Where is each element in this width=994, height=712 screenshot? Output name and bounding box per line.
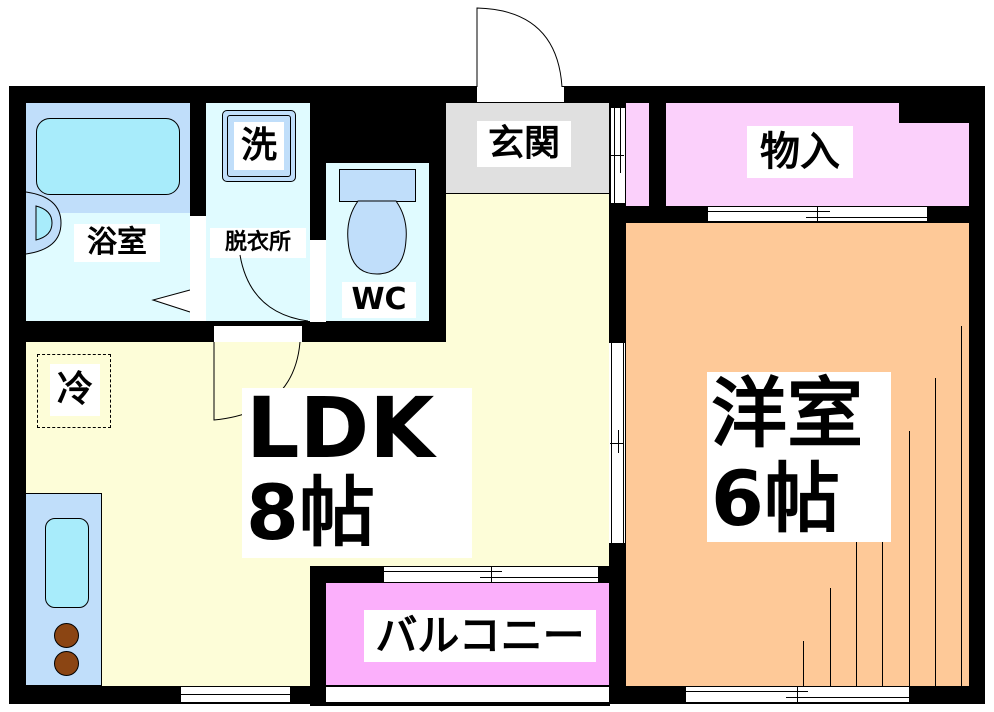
sliding-door-line xyxy=(620,108,621,173)
washroom-bottom-opening xyxy=(214,326,302,342)
window-line xyxy=(181,694,290,695)
closet-outline-line xyxy=(856,541,857,686)
washroom-door-opening xyxy=(310,240,326,322)
closet-outline-line xyxy=(909,431,910,686)
stove-burner-icon xyxy=(54,623,79,648)
balcony-label: バルコニー xyxy=(364,610,596,662)
closet-outline-line xyxy=(803,641,804,686)
closet-label: 物入 xyxy=(747,126,853,178)
sliding-door-line xyxy=(610,155,624,156)
window-line xyxy=(384,571,502,572)
sliding-door-line xyxy=(610,443,624,444)
closet-outline-line xyxy=(935,378,936,686)
basin-icon xyxy=(25,191,62,255)
closet-door-line xyxy=(817,206,818,222)
bathroom-label: 浴室 xyxy=(74,224,160,262)
ldk-label-line1: LDK xyxy=(242,386,472,470)
window-line xyxy=(786,697,909,698)
western-room-label-line1: 洋室 xyxy=(707,372,891,456)
bathtub xyxy=(36,118,180,195)
entrance-label: 玄関 xyxy=(477,121,571,167)
window-line xyxy=(686,691,808,692)
window-line xyxy=(480,577,598,578)
front-door-swing-icon xyxy=(476,7,563,88)
toilet-label: WC xyxy=(342,282,416,318)
kitchen-sink xyxy=(45,518,89,608)
toilet-bowl-icon xyxy=(347,200,407,275)
closet-outline-line xyxy=(961,326,962,686)
bath-door-opening xyxy=(190,216,206,321)
ldk-upper xyxy=(446,194,609,342)
balcony-rail xyxy=(326,687,609,703)
closet-extension xyxy=(899,123,969,206)
window-line xyxy=(491,566,492,583)
front-door-opening xyxy=(477,86,564,103)
fridge-label: 冷 xyxy=(50,364,100,416)
stove-burner-icon xyxy=(54,651,79,676)
closet-outline-line xyxy=(882,541,883,686)
washroom-label: 脱衣所 xyxy=(210,228,306,258)
sliding-door-line xyxy=(618,430,619,453)
closet-door-line xyxy=(806,217,927,218)
fridge-space xyxy=(37,354,111,428)
bath-door-icon xyxy=(151,289,191,313)
closet-door-line xyxy=(708,211,830,212)
western-room-label-line2: 6帖 xyxy=(707,456,891,542)
window-line xyxy=(797,686,798,703)
toilet-tank xyxy=(339,169,416,202)
washer-label: 洗 xyxy=(234,122,284,170)
shoe-closet xyxy=(626,103,649,206)
washroom-door-swing-icon xyxy=(239,254,309,322)
closet-outline-line xyxy=(830,588,831,686)
washer-inner xyxy=(227,115,291,177)
ldk-label-line2: 8帖 xyxy=(242,468,472,558)
